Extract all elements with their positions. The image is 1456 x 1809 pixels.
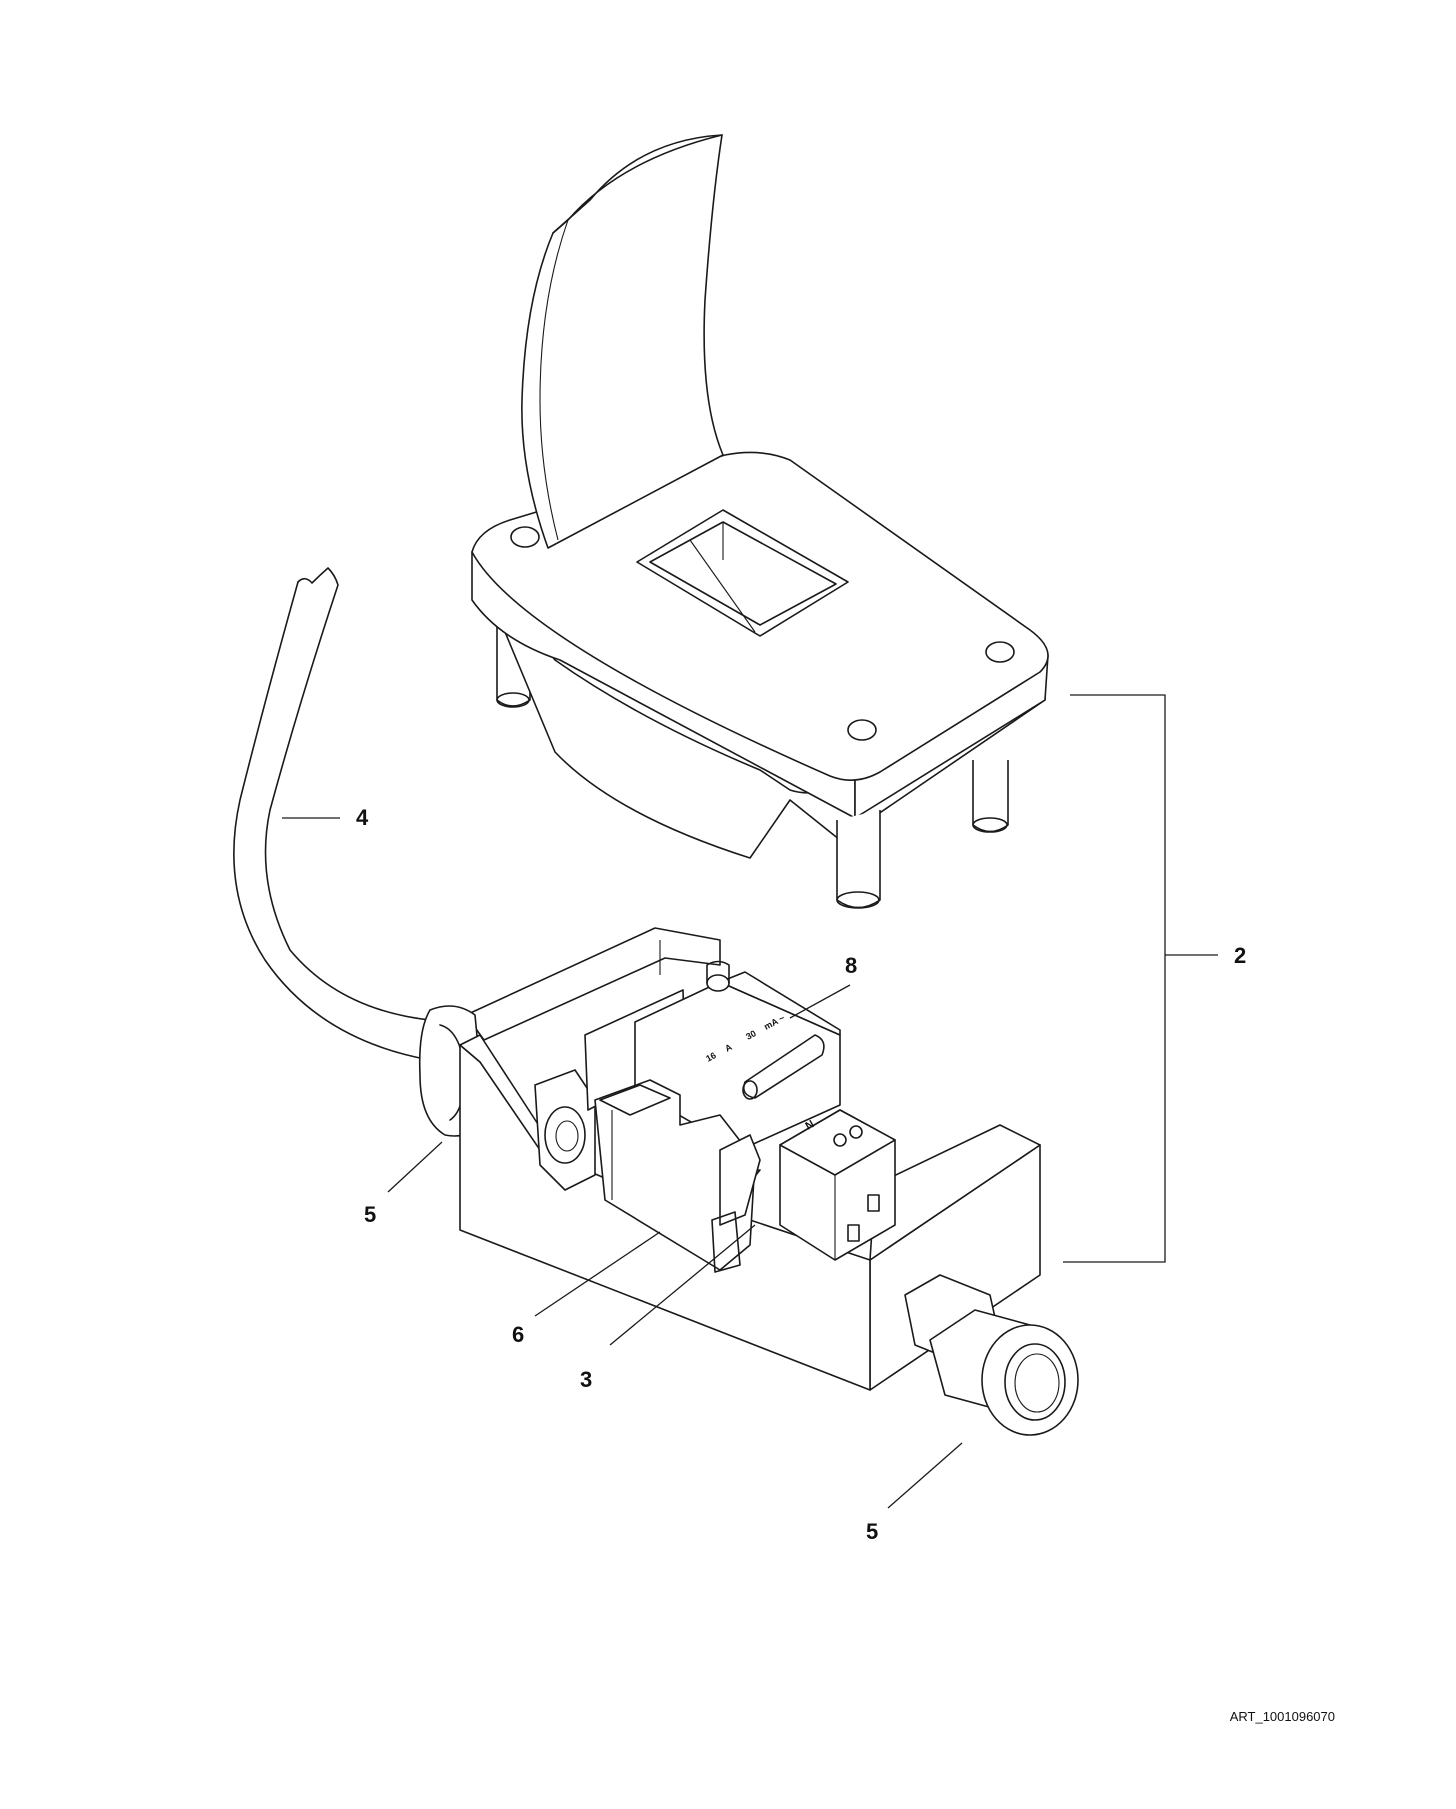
cover-screw-hole-2	[985, 641, 1015, 663]
rcd-breaker	[584, 960, 896, 1261]
leader-bracket-2	[1063, 694, 1218, 1263]
callout-5-left: 5	[364, 1202, 376, 1227]
cover-pin-front	[836, 810, 881, 909]
cable-gland-left-nut	[534, 1069, 596, 1191]
terminal-block	[594, 1079, 761, 1273]
top-cover	[471, 134, 1049, 909]
leader-5b	[887, 1442, 963, 1509]
cover-screw-hole-3	[847, 719, 877, 741]
leader-3	[609, 1224, 756, 1346]
rcd-sensitivity: 30	[744, 1028, 758, 1042]
cover-screw-hole-1	[510, 526, 540, 548]
leader-8	[789, 984, 851, 1019]
callout-3: 3	[580, 1367, 592, 1392]
leader-lines	[282, 694, 1218, 1509]
callout-5-right: 5	[866, 1519, 878, 1544]
cable-gland-right	[904, 1274, 1079, 1436]
leader-5a	[387, 1141, 443, 1193]
callout-6: 6	[512, 1322, 524, 1347]
cover-flip-lid	[521, 134, 724, 549]
lower-enclosure	[418, 927, 1079, 1436]
callout-2: 2	[1234, 943, 1246, 968]
callout-8: 8	[845, 953, 857, 978]
art-reference-code: ART_1001096070	[1229, 1709, 1335, 1724]
rcd-test-lever	[742, 1034, 825, 1099]
leader-6	[534, 1231, 661, 1317]
callout-4: 4	[356, 805, 369, 830]
power-cable	[233, 567, 431, 1061]
cover-window	[636, 509, 849, 637]
rcd-rating: 16	[704, 1050, 718, 1064]
rcd-rating-unit: A	[723, 1042, 734, 1054]
